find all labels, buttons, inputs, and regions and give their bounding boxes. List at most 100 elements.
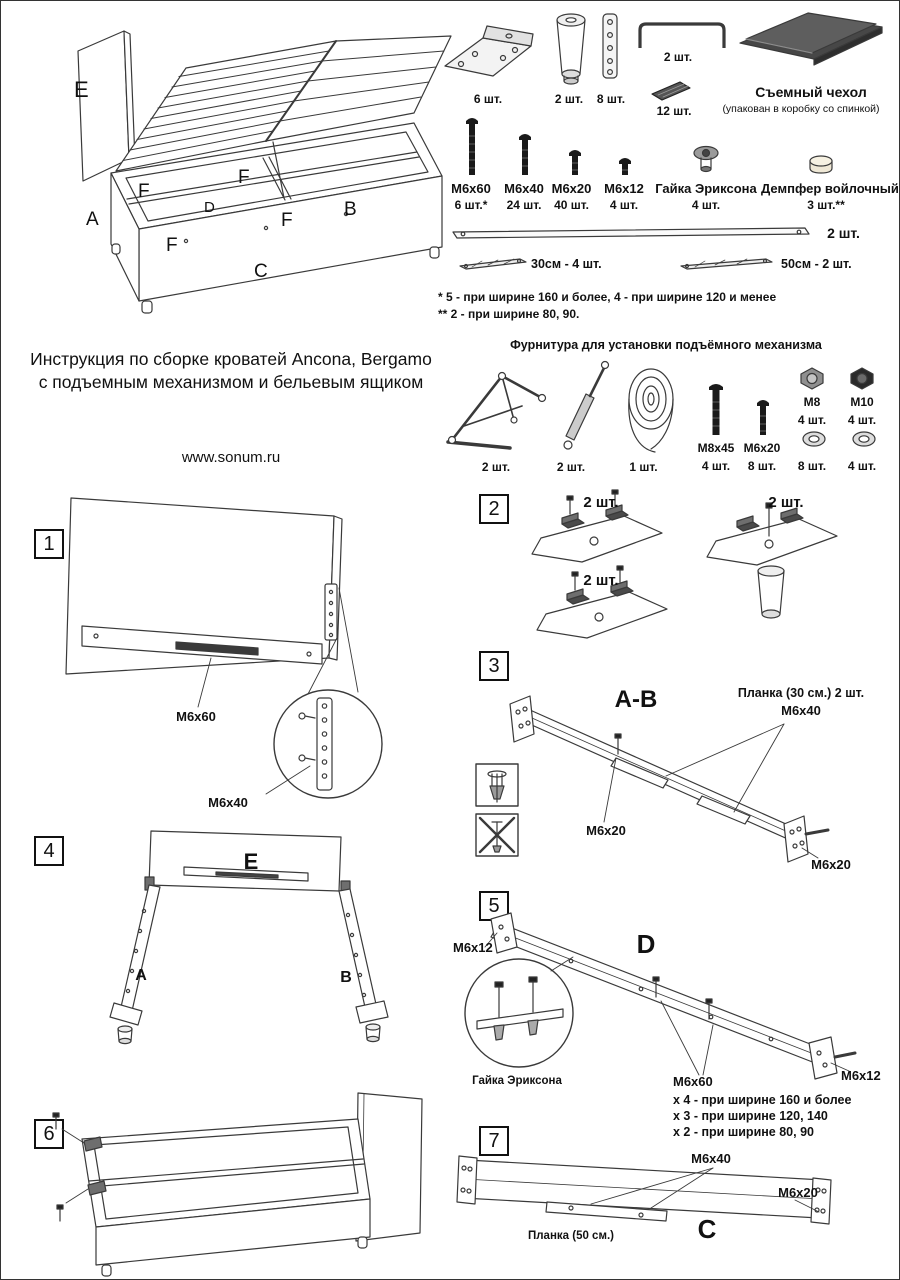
footnote-2: ** 2 - при ширине 80, 90. [438, 307, 580, 321]
bolt-m6x20-mech-label: М6х20 [743, 441, 781, 455]
washer-8-icon [802, 431, 826, 447]
bolt-m6x20-icon [569, 150, 581, 175]
gas-strut-icon [563, 360, 610, 450]
cover-note: (упакован в коробку со спинкой) [722, 103, 880, 115]
step-1-number: 1 [34, 529, 64, 559]
long-slat-icon [452, 227, 810, 239]
step-1-headboard-drawing-icon [65, 497, 383, 799]
slat-30-icon [459, 258, 527, 270]
step-4-frame-drawing-icon [109, 830, 389, 1045]
washer-4-qty: 4 шт. [847, 459, 877, 473]
bed-part-label-c: C [254, 261, 268, 282]
footnote-1: * 5 - при ширине 160 и более, 4 - при ши… [438, 290, 777, 304]
leg-qty: 2 шт. [554, 92, 584, 106]
mounting-plate-icon [602, 13, 618, 79]
step-6-section: 6 [26, 1081, 456, 1279]
erikson-nut-qty: 4 шт. [691, 198, 721, 212]
slat-50-icon [680, 258, 773, 270]
step-2-section: 2 [466, 486, 899, 661]
step-5-bolt-right-label: М6х12 [841, 1068, 881, 1083]
erikson-nut-label: Гайка Эриксона [655, 181, 757, 196]
bolt-m6x60-qty: 6 шт.* [454, 198, 488, 212]
lift-hardware-panel: Фурнитура для установки подъёмного механ… [436, 336, 896, 481]
step-3-side-rail-drawing-icon [475, 695, 830, 863]
bolt-m6x20-label: М6х20 [551, 181, 592, 196]
step-4-number: 4 [34, 836, 64, 866]
step-1-section: 1 М6х60 [26, 486, 456, 821]
u-handle-icon [638, 22, 726, 48]
step-5-option-1: x 4 - при ширине 160 и более [673, 1093, 852, 1107]
bolt-m6x60-icon [466, 118, 478, 175]
nut-m10-icon [850, 367, 874, 390]
felt-damper-icon [809, 155, 833, 174]
bolt-m6x12-icon [619, 158, 631, 175]
step-5-section: 5 [451, 881, 899, 1139]
step-5-bolt-mid-label: М6х60 [673, 1074, 713, 1089]
step-5-nut-detail-label: Гайка Эриксона [472, 1075, 562, 1087]
damper-label: Демпфер войлочный [761, 181, 899, 196]
nut-m10-qty: 4 шт. [847, 413, 877, 427]
step-2-qty-2: 2 шт. [768, 494, 804, 511]
step-3-bolt-plank-label: М6х40 [781, 703, 821, 718]
bolt-m6x20-mech-qty: 8 шт. [747, 459, 777, 473]
step-5-bolt-left-label: М6х12 [453, 940, 493, 955]
nut-m8-qty: 4 шт. [797, 413, 827, 427]
gas-strut-qty: 2 шт. [556, 460, 586, 474]
step-2-qty-1: 2 шт. [583, 494, 619, 511]
slat-30-label: 30см - 4 шт. [531, 257, 602, 271]
page-title-line2: с подъемным механизмом и бельевым ящиком [38, 372, 424, 392]
bolt-m8x45-icon [709, 384, 723, 435]
bracket-qty: 6 шт. [473, 92, 503, 106]
step-3-section: 3 [466, 646, 899, 891]
erikson-nut-icon [693, 145, 719, 173]
bolt-m6x20-qty: 40 шт. [554, 198, 589, 212]
bolt-m6x40-label: М6х40 [504, 181, 544, 196]
step-2-number: 2 [479, 494, 509, 524]
bed-part-label-f1: F [138, 181, 150, 202]
step-3-number: 3 [479, 651, 509, 681]
step-3-title: A-B [614, 686, 658, 713]
bolt-m8x45-label: М8х45 [697, 441, 735, 455]
bed-part-label-d: D [204, 199, 215, 216]
step-2-qty-3: 2 шт. [583, 572, 619, 589]
title-block: Инструкция по сборке кроватей Ancona, Be… [21, 341, 441, 471]
nut-m8-icon [800, 367, 824, 390]
step-4-label-b: B [340, 969, 352, 986]
website-link: www.sonum.ru [181, 449, 281, 466]
step-1-bolt-detail-label: М6х40 [208, 795, 248, 810]
step-7-section: 7 М6х40 М6х20 C Планка (50 см.) [451, 1116, 899, 1279]
nut-m10-label: М10 [850, 395, 874, 409]
bed-isometric-drawing-icon [77, 30, 452, 314]
step-7-bolt-plank-label: М6х40 [691, 1151, 731, 1166]
parts-list-panel: 6 шт. 2 шт. 8 шт. 2 шт. [436, 6, 899, 328]
step-5-title: D [636, 929, 656, 959]
handle-qty: 2 шт. [663, 50, 693, 64]
bolt-m6x20-mech-icon [757, 400, 769, 435]
bolt-m6x12-label: М6х12 [604, 181, 644, 196]
strap-icon [628, 368, 674, 453]
removable-cover-icon [739, 12, 883, 66]
bolt-m6x40-icon [519, 134, 531, 175]
step-6-number: 6 [34, 1119, 64, 1149]
lift-mechanism-icon [446, 371, 547, 450]
step-7-rail-c-drawing-icon [456, 1155, 832, 1225]
damper-qty: 3 шт.** [807, 198, 845, 212]
slat-50-label: 50см - 2 шт. [781, 257, 852, 271]
step-5-rail-d-drawing-icon [464, 912, 857, 1080]
bed-part-label-f2: F [238, 167, 250, 188]
bed-part-label-b: B [344, 199, 357, 220]
wedge-qty: 12 шт. [656, 104, 692, 118]
step-5-option-2: x 3 - при ширине 120, 140 [673, 1109, 828, 1123]
step-3-plank-label: Планка (30 см.) 2 шт. [737, 686, 865, 700]
step-4-label-a: A [135, 967, 147, 984]
step-7-plank-label: Планка (50 см.) [527, 1230, 614, 1242]
step-4-label-e: E [243, 849, 259, 874]
washer-8-qty: 8 шт. [797, 459, 827, 473]
cover-title: Съемный чехол [755, 84, 867, 100]
wedge-icon [651, 81, 691, 101]
step-3-bolt-mid-label: М6х20 [586, 823, 626, 838]
step-6-bed-frame-drawing-icon [52, 1092, 423, 1277]
washer-4-icon [852, 431, 876, 447]
step-7-title: C [697, 1214, 717, 1244]
step-5-option-3: x 2 - при ширине 80, 90 [673, 1125, 814, 1139]
